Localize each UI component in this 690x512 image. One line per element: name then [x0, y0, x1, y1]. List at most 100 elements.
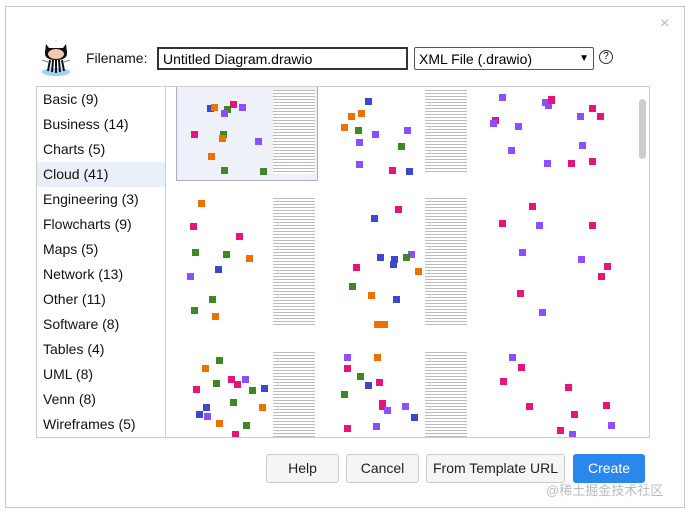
category-item[interactable]: Venn (8) — [43, 391, 96, 407]
category-item[interactable]: Network (13) — [43, 266, 124, 282]
diagram-shape — [255, 137, 263, 145]
diagram-shape — [216, 356, 224, 364]
diagram-shape — [375, 378, 383, 386]
category-item[interactable]: Tables (4) — [43, 341, 105, 357]
diagram-text-block — [273, 198, 315, 326]
template-thumbnail[interactable] — [480, 87, 622, 181]
diagram-shape — [489, 120, 497, 128]
format-select[interactable]: XML File (.drawio)▼ — [414, 47, 594, 70]
help-button[interactable]: Help — [266, 454, 339, 483]
close-icon[interactable]: × — [660, 15, 670, 32]
diagram-shape — [383, 406, 391, 414]
diagram-shape — [356, 373, 364, 381]
diagram-shape — [514, 122, 522, 130]
diagram-shape — [568, 159, 576, 167]
diagram-shape — [233, 380, 241, 388]
template-thumbnail[interactable] — [176, 191, 318, 333]
diagram-shape — [343, 365, 351, 373]
filename-input[interactable] — [157, 47, 408, 70]
template-thumbnail[interactable] — [176, 345, 318, 437]
diagram-shape — [535, 222, 543, 230]
diagram-shape — [519, 249, 527, 257]
diagram-text-block — [425, 90, 467, 174]
diagram-shape — [608, 421, 616, 429]
diagram-shape — [578, 141, 586, 149]
diagram-shape — [528, 203, 536, 211]
diagram-shape — [365, 381, 373, 389]
diagram-shape — [604, 262, 612, 270]
diagram-shape — [207, 152, 215, 160]
template-thumbnail[interactable] — [480, 191, 622, 333]
diagram-shape — [218, 134, 226, 142]
diagram-shape — [220, 110, 228, 118]
diagram-shape — [241, 376, 249, 384]
template-thumbnail[interactable] — [328, 87, 470, 181]
diagram-shape — [509, 354, 517, 362]
diagram-shape — [377, 254, 385, 262]
category-item[interactable]: Flowcharts (9) — [43, 216, 132, 232]
diagram-shape — [227, 376, 235, 384]
diagram-shape — [340, 124, 348, 132]
diagram-text-block — [273, 352, 315, 437]
diagram-shape — [602, 401, 610, 409]
diagram-shape — [215, 265, 223, 273]
diagram-shape — [249, 386, 257, 394]
diagram-shape — [343, 425, 351, 433]
category-item[interactable]: Software (8) — [43, 316, 120, 332]
category-item[interactable]: Cloud (41) — [37, 162, 165, 187]
diagram-shape — [349, 282, 357, 290]
diagram-shape — [407, 250, 415, 258]
category-item[interactable]: Maps (5) — [43, 241, 99, 257]
category-item[interactable]: Basic (9) — [43, 91, 99, 107]
category-item[interactable]: Other (11) — [43, 291, 106, 307]
diagram-shape — [193, 386, 201, 394]
diagram-shape — [356, 160, 364, 168]
diagram-text-block — [425, 352, 467, 437]
diagram-shape — [393, 296, 401, 304]
help-icon[interactable]: ? — [599, 50, 613, 64]
format-selected: XML File (.drawio) — [419, 50, 533, 67]
diagram-shape — [516, 290, 524, 298]
diagram-shape — [211, 103, 219, 111]
diagram-shape — [358, 110, 366, 118]
template-thumbnail[interactable] — [328, 191, 470, 333]
template-grid — [166, 87, 649, 437]
diagram-shape — [588, 221, 596, 229]
from-template-url-button[interactable]: From Template URL — [426, 454, 565, 483]
template-thumbnail[interactable] — [328, 345, 470, 437]
diagram-shape — [354, 127, 362, 135]
diagram-text-block — [425, 198, 467, 326]
diagram-shape — [545, 101, 553, 109]
diagram-shape — [391, 255, 399, 263]
scrollbar[interactable] — [639, 99, 646, 159]
diagram-shape — [245, 255, 253, 263]
template-thumbnail[interactable] — [176, 87, 318, 181]
diagram-shape — [597, 273, 605, 281]
diagram-shape — [208, 296, 216, 304]
diagram-shape — [414, 267, 422, 275]
category-item[interactable]: Charts (5) — [43, 141, 106, 157]
diagram-shape — [564, 383, 572, 391]
diagram-shape — [195, 410, 203, 418]
diagram-shape — [236, 232, 244, 240]
diagram-shape — [191, 130, 199, 138]
create-button[interactable]: Create — [573, 454, 645, 483]
diagram-shape — [355, 139, 363, 147]
diagram-shape — [191, 249, 199, 257]
template-thumbnail[interactable] — [480, 345, 622, 437]
category-item[interactable]: Wireframes (5) — [43, 416, 136, 432]
category-item[interactable]: UML (8) — [43, 366, 94, 382]
category-item[interactable]: Engineering (3) — [43, 191, 139, 207]
diagram-shape — [577, 255, 585, 263]
category-item[interactable]: Business (14) — [43, 116, 129, 132]
cancel-button[interactable]: Cancel — [346, 454, 419, 483]
diagram-shape — [557, 427, 565, 435]
diagram-shape — [190, 222, 198, 230]
diagram-shape — [394, 206, 402, 214]
diagram-shape — [243, 422, 251, 430]
diagram-shape — [207, 105, 215, 113]
category-list: Basic (9) Business (14) Charts (5) Cloud (4… — [37, 87, 166, 437]
diagram-shape — [378, 399, 386, 407]
diagram-shape — [365, 98, 372, 106]
diagram-shape — [198, 200, 206, 208]
